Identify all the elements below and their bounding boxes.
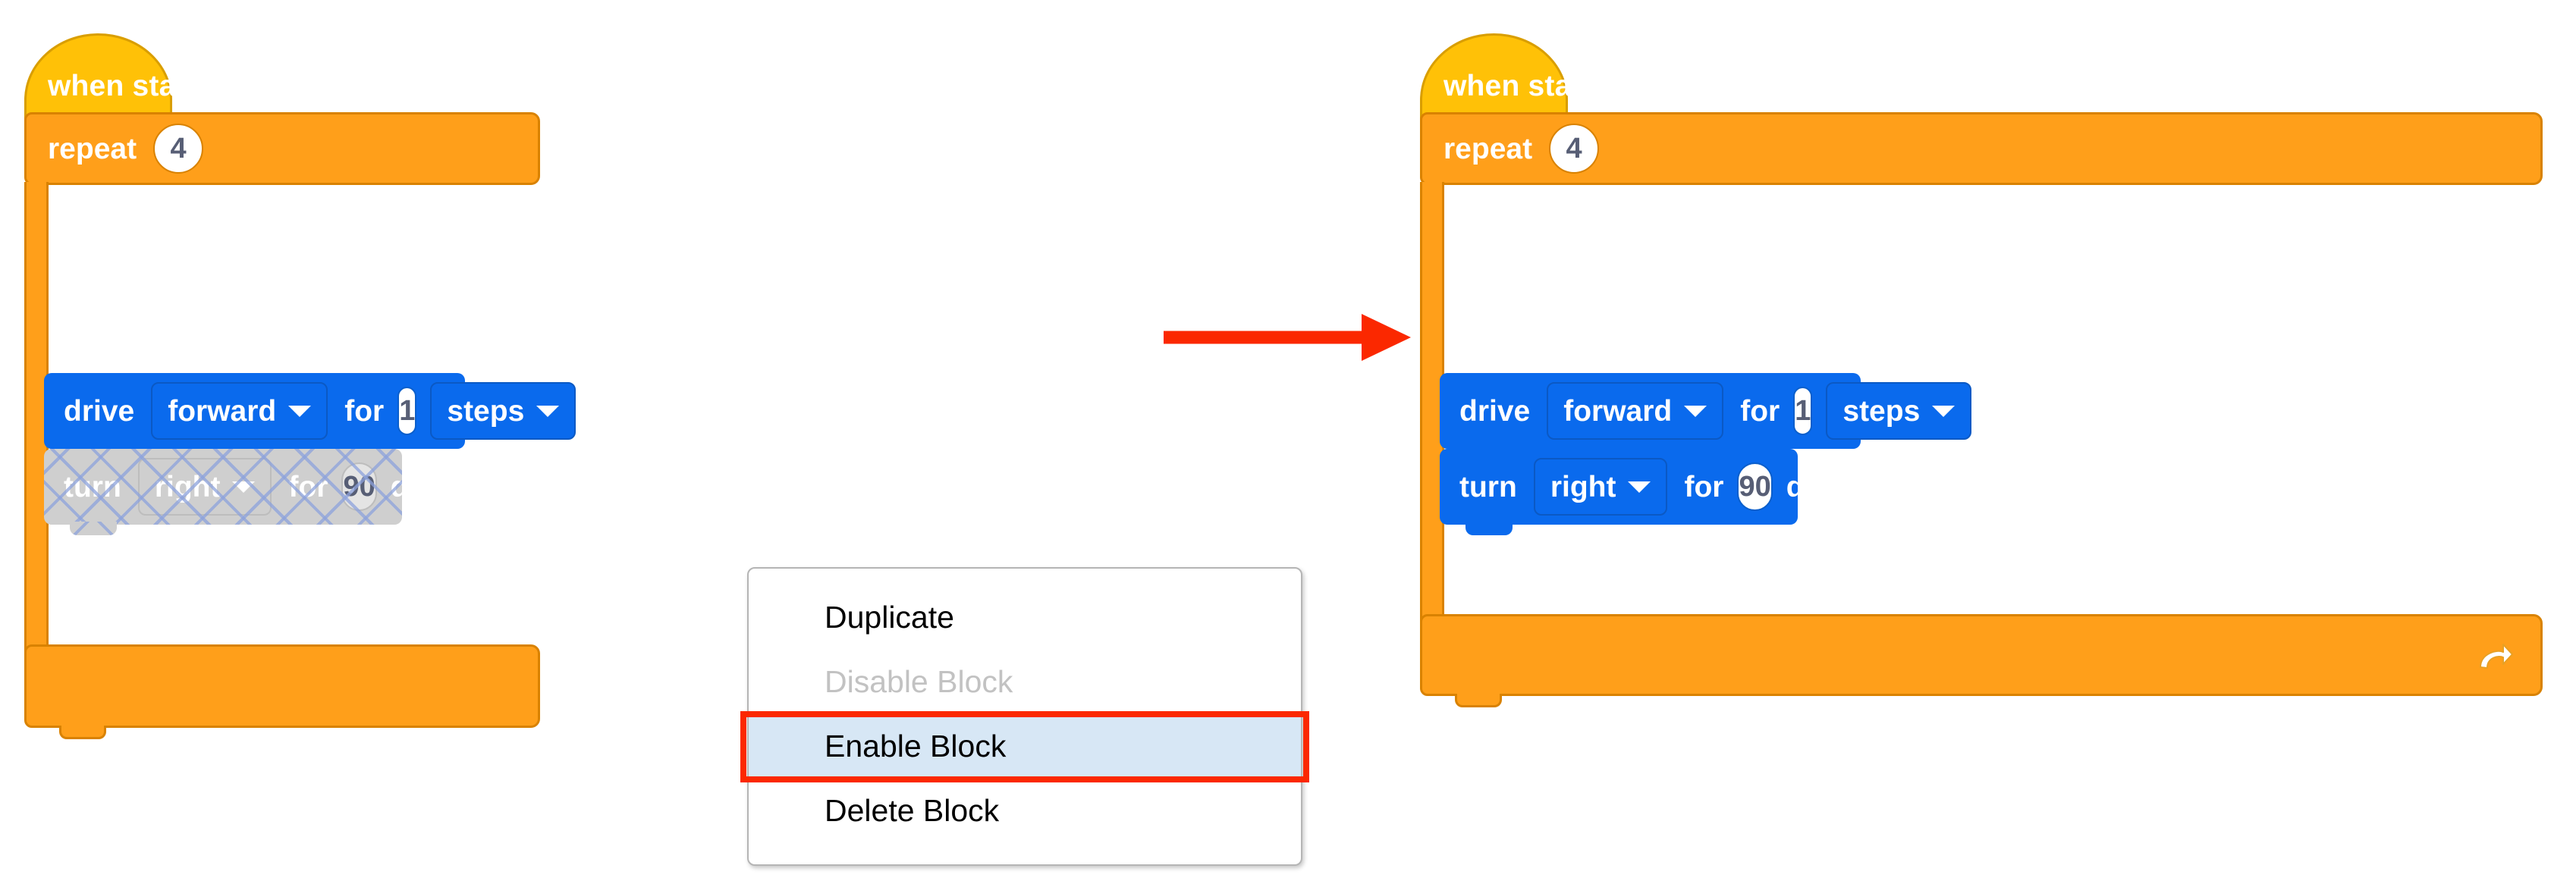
right-repeat-block-footer[interactable]: [1420, 614, 2543, 696]
left-turn-block-disabled[interactable]: turn right for 90 degrees: [44, 449, 504, 525]
turn-for-label: for: [1684, 470, 1724, 503]
turn-direction-value: right: [1550, 470, 1616, 503]
chevron-down-icon: [1684, 405, 1707, 417]
repeat-label: repeat: [1444, 132, 1533, 165]
context-menu-item-disable-block: Disable Block: [825, 664, 1013, 699]
turn-block-bump-hatch: [70, 522, 117, 535]
drive-unit-value: steps: [1842, 394, 1921, 428]
left-drive-block[interactable]: drive forward for 1 steps: [44, 373, 576, 449]
context-menu-item-delete-block[interactable]: Delete Block: [825, 793, 1000, 828]
drive-unit-dropdown[interactable]: steps: [1826, 382, 1972, 440]
turn-for-label: for: [288, 470, 328, 503]
block-context-menu[interactable]: Duplicate Disable Block Enable Block Del…: [747, 567, 1302, 866]
hat-block-label: when started: [1444, 70, 1628, 102]
drive-unit-dropdown[interactable]: steps: [430, 382, 576, 440]
hat-block-label: when started: [48, 70, 232, 102]
chevron-down-icon: [232, 481, 256, 493]
turn-block-label: turn: [64, 470, 121, 503]
repeat-count-field[interactable]: 4: [153, 124, 204, 174]
right-repeat-block-header[interactable]: repeat 4: [1420, 112, 2543, 185]
drive-direction-dropdown[interactable]: forward: [1547, 382, 1724, 440]
turn-direction-dropdown[interactable]: right: [1533, 458, 1668, 516]
turn-unit-label: degrees: [390, 470, 504, 503]
chevron-down-icon: [1932, 405, 1956, 417]
turn-direction-dropdown[interactable]: right: [137, 458, 272, 516]
drive-direction-dropdown[interactable]: forward: [151, 382, 328, 440]
transition-arrow-icon: [1164, 314, 1411, 361]
context-menu-item-duplicate[interactable]: Duplicate: [825, 600, 954, 635]
drive-block-label: drive: [1459, 394, 1531, 428]
drive-direction-value: forward: [168, 394, 277, 428]
drive-unit-value: steps: [447, 394, 525, 428]
drive-block-label: drive: [64, 394, 135, 428]
turn-direction-value: right: [154, 470, 221, 503]
right-turn-block[interactable]: turn right for 90 degrees: [1440, 449, 1899, 525]
chevron-down-icon: [1628, 481, 1651, 493]
drive-for-label: for: [1740, 394, 1780, 428]
turn-block-bump: [1465, 522, 1513, 535]
repeat-label: repeat: [48, 132, 137, 165]
drive-amount-field[interactable]: 1: [1793, 387, 1813, 435]
turn-block-label: turn: [1459, 470, 1517, 503]
chevron-down-icon: [288, 405, 312, 417]
turn-amount-field[interactable]: 90: [341, 462, 377, 511]
turn-amount-field[interactable]: 90: [1737, 462, 1773, 511]
turn-block-body[interactable]: turn right for 90 degrees: [44, 449, 504, 525]
drive-for-label: for: [344, 394, 385, 428]
left-repeat-block-bump: [59, 726, 106, 739]
loop-arrow-icon: [2480, 644, 2513, 669]
right-repeat-block-bump: [1455, 694, 1502, 707]
drive-direction-value: forward: [1563, 394, 1673, 428]
repeat-count-field[interactable]: 4: [1549, 124, 1600, 174]
chevron-down-icon: [536, 405, 560, 417]
turn-unit-label: degrees: [1786, 470, 1900, 503]
left-repeat-block-header[interactable]: repeat 4: [24, 112, 540, 185]
right-drive-block[interactable]: drive forward for 1 steps: [1440, 373, 1972, 449]
drive-amount-field[interactable]: 1: [397, 387, 417, 435]
context-menu-item-enable-block[interactable]: Enable Block: [749, 714, 1301, 779]
left-repeat-block-footer[interactable]: [24, 644, 540, 728]
